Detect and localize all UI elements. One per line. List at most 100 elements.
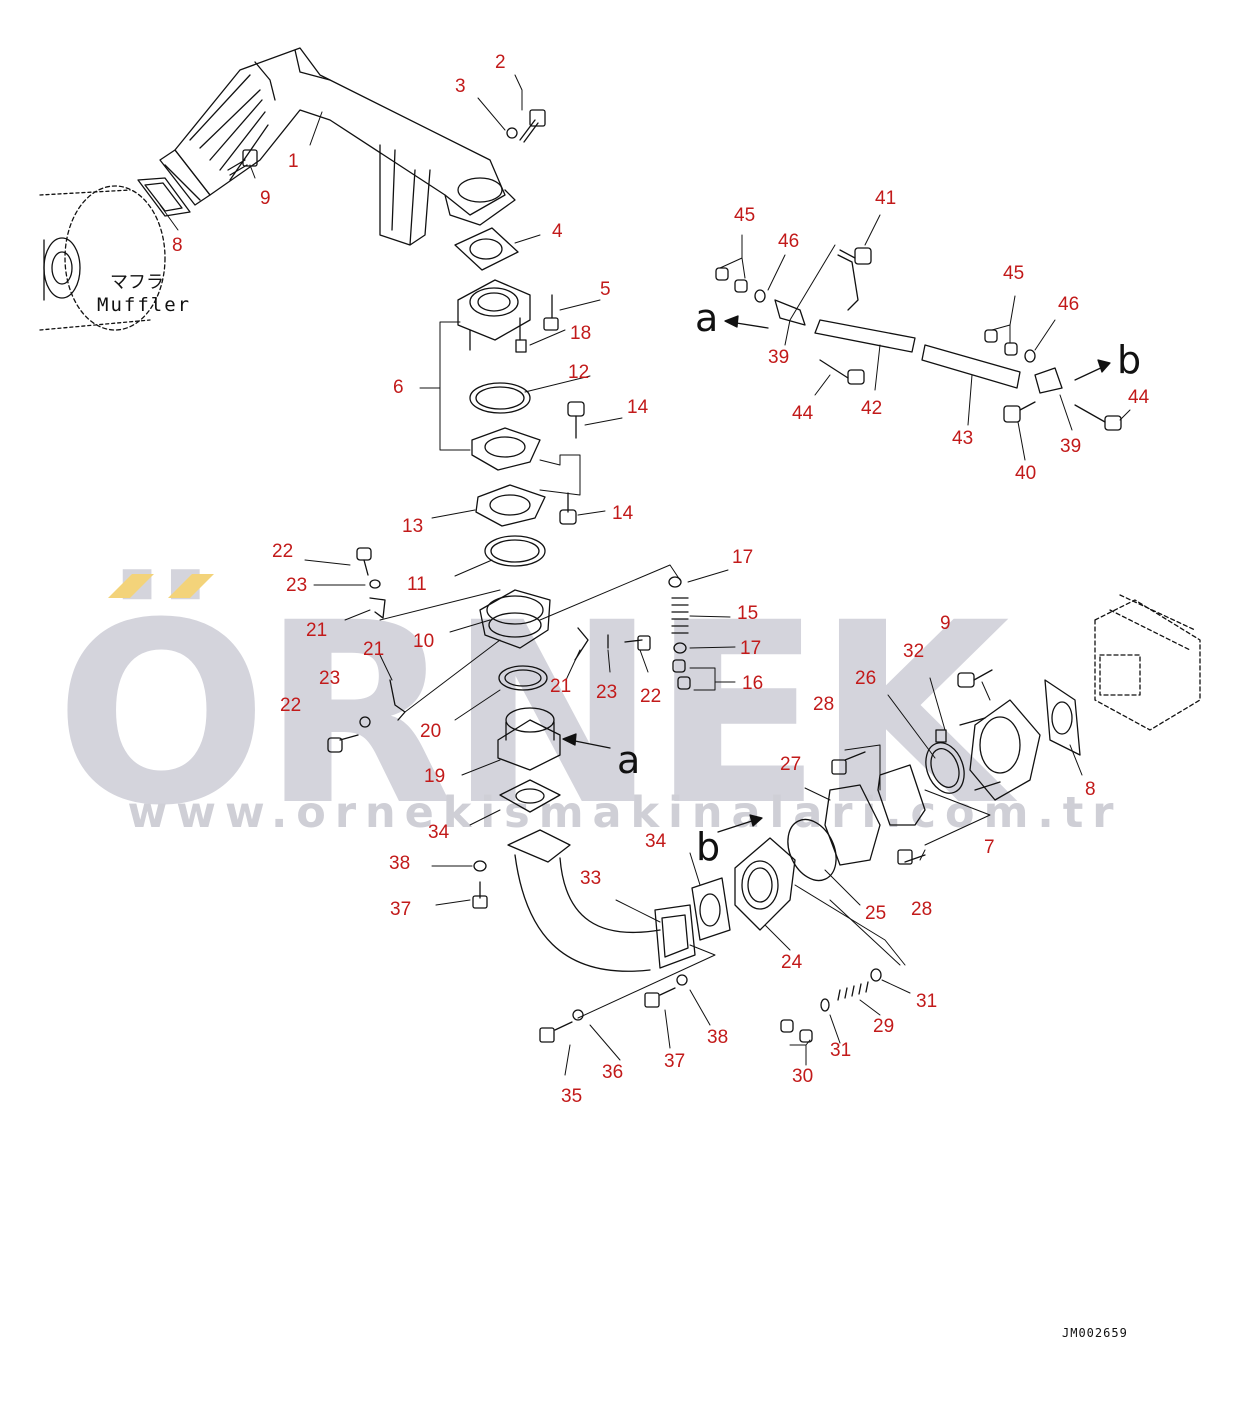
- gasket-34-right: [691, 877, 731, 941]
- ref-letter-a-top: a: [695, 296, 719, 340]
- washer-3: [506, 127, 518, 139]
- arrow-b-bottom-head: [749, 814, 763, 827]
- callout-c17b: 17: [740, 638, 762, 659]
- callout-c23b: 23: [319, 668, 341, 689]
- ring-12: [469, 382, 531, 414]
- callout-c9b: 9: [940, 613, 951, 634]
- callout-c45b: 45: [1003, 263, 1025, 284]
- washer-31-right: [870, 968, 882, 982]
- callout-c2: 2: [495, 52, 506, 73]
- bolt-41: [839, 247, 872, 265]
- callout-c28b: 28: [911, 899, 933, 920]
- gasket-7b: [877, 764, 926, 826]
- callout-c1: 1: [288, 151, 299, 172]
- flange-7: [959, 699, 1041, 801]
- callout-c39a: 39: [768, 347, 790, 368]
- callout-c22b: 22: [280, 695, 302, 716]
- nut-18: [515, 339, 527, 353]
- callout-c10: 10: [413, 631, 435, 652]
- leader-lines: [159, 74, 1131, 1076]
- bolt-2: [519, 109, 546, 143]
- ring-20: [498, 665, 548, 691]
- washer-23-top: [369, 579, 381, 589]
- ring-25: [787, 818, 837, 882]
- bolt-22-top: [356, 547, 372, 576]
- flange-19: [497, 707, 561, 771]
- ring-11: [484, 535, 546, 567]
- callout-c21a: 21: [306, 620, 328, 641]
- callout-c22c: 22: [640, 686, 662, 707]
- callout-c13: 13: [402, 516, 424, 537]
- nut-30b: [799, 1029, 813, 1043]
- washer-31-left: [820, 998, 830, 1012]
- bolt-40: [1003, 401, 1036, 423]
- gasket-34-top: [499, 779, 561, 813]
- turbocharger-outline: [1094, 594, 1201, 731]
- washer-46-left: [754, 289, 766, 303]
- bolt-35: [539, 1021, 573, 1043]
- washer-23-left: [359, 716, 371, 728]
- callout-c9a: 9: [260, 188, 271, 209]
- valve-housing-24: [734, 837, 796, 931]
- callout-c37: 37: [664, 1051, 686, 1072]
- callout-c15: 15: [737, 603, 759, 624]
- callout-c22a: 22: [272, 541, 294, 562]
- callout-c44b: 44: [1128, 387, 1150, 408]
- washer-38-bottom: [676, 974, 688, 986]
- callout-c21c: 21: [550, 676, 572, 697]
- gasket-13: [475, 484, 546, 527]
- arrow-b-bottom: [717, 819, 756, 833]
- nut-30a: [780, 1019, 794, 1033]
- bolt-14-top: [567, 401, 585, 439]
- muffler-label-en: Muffler: [97, 294, 192, 316]
- spring-15: [671, 597, 689, 634]
- callout-c36: 36: [602, 1062, 624, 1083]
- callout-c7: 7: [984, 837, 995, 858]
- callout-c37-left: 37: [390, 899, 412, 920]
- callout-c18: 18: [570, 323, 592, 344]
- valve-body-10: [479, 589, 551, 649]
- bracket-21-left: [389, 679, 406, 721]
- link-39-right: [1034, 367, 1063, 394]
- arrow-a-top-head: [724, 315, 739, 328]
- callout-c14b: 14: [612, 503, 634, 524]
- callout-c14a: 14: [627, 397, 649, 418]
- bracket-21-right: [574, 627, 589, 661]
- spring-29: [837, 981, 869, 1001]
- bolt-28-top: [831, 751, 866, 775]
- arrow-b-top-head: [1097, 359, 1111, 373]
- pin-32: [935, 729, 947, 743]
- callout-c45a: 45: [734, 205, 756, 226]
- watermark-brand: ÖRNEK: [55, 569, 1010, 860]
- callout-c16: 16: [742, 673, 764, 694]
- bolt-9-right: [957, 669, 993, 688]
- callout-c34a: 34: [428, 822, 450, 843]
- callout-c26: 26: [855, 668, 877, 689]
- arrow-a-bottom: [569, 739, 611, 749]
- gasket-6b: [471, 427, 541, 471]
- callout-c38b: 38: [707, 1027, 729, 1048]
- callout-c11: 11: [407, 574, 427, 595]
- washer-17-bottom: [673, 642, 687, 654]
- nut-45b: [734, 279, 748, 293]
- muffler-body: [39, 185, 166, 331]
- callout-c46a: 46: [778, 231, 800, 252]
- nut-45d: [1004, 342, 1018, 356]
- washer-36: [572, 1009, 584, 1021]
- washer-17-top: [668, 576, 682, 588]
- gasket-8-left: [137, 177, 191, 217]
- gasket-27: [824, 784, 881, 866]
- callout-c23c: 23: [596, 682, 618, 703]
- callout-c46b: 46: [1058, 294, 1080, 315]
- bolt-9-left: [227, 149, 258, 176]
- ref-letter-a-bottom: a: [617, 738, 641, 782]
- callout-c24: 24: [781, 952, 803, 973]
- callout-c28a: 28: [813, 694, 835, 715]
- callout-c29: 29: [873, 1016, 895, 1037]
- callout-c4: 4: [552, 221, 563, 242]
- gasket-4: [454, 227, 519, 271]
- bolt-44-right: [1074, 404, 1122, 431]
- bracket-21-top: [369, 597, 386, 619]
- arrow-b-top: [1074, 365, 1106, 381]
